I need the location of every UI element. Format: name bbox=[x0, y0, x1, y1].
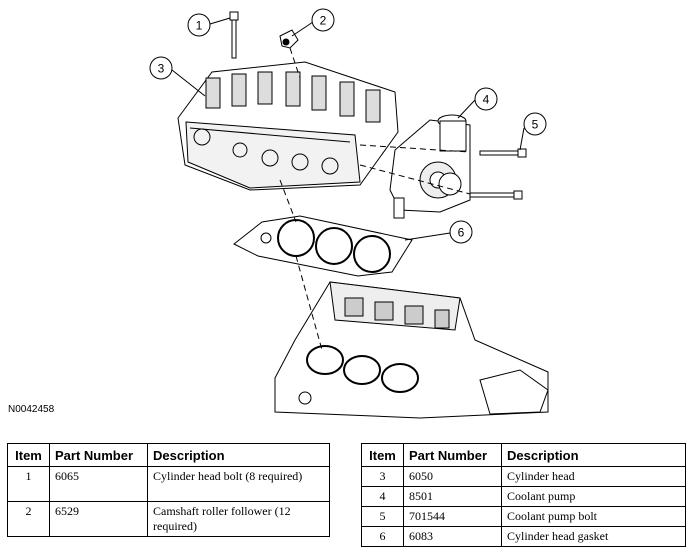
table-row: 3 6050 Cylinder head bbox=[361, 466, 686, 487]
item-cell: 1 bbox=[7, 466, 50, 502]
head-gasket-drawing bbox=[233, 215, 413, 277]
cylinder-head-drawing bbox=[177, 61, 399, 191]
exploded-view-illustration: 1 2 3 4 5 6 bbox=[149, 8, 549, 419]
header-part-number: Part Number bbox=[403, 443, 502, 467]
figure-id-label: N0042458 bbox=[8, 404, 55, 415]
table-row: 4 8501 Coolant pump bbox=[361, 486, 686, 507]
part-number-cell: 6083 bbox=[403, 526, 502, 547]
header-part-number: Part Number bbox=[49, 443, 148, 467]
header-description: Description bbox=[147, 443, 330, 467]
item-cell: 3 bbox=[361, 466, 404, 487]
engine-block-drawing bbox=[274, 281, 549, 419]
item-cell: 6 bbox=[361, 526, 404, 547]
parts-table-right: Item Part Number Description 3 6050 Cyli… bbox=[361, 443, 686, 547]
part-number-cell: 701544 bbox=[403, 506, 502, 527]
svg-text:5: 5 bbox=[532, 118, 539, 132]
callout-1: 1 bbox=[187, 13, 211, 37]
part-number-cell: 6050 bbox=[403, 466, 502, 487]
svg-text:4: 4 bbox=[483, 93, 490, 107]
item-cell: 2 bbox=[7, 501, 50, 537]
cylinder-head-bolt-drawing bbox=[229, 11, 239, 59]
svg-text:1: 1 bbox=[196, 19, 203, 33]
header-description: Description bbox=[501, 443, 686, 467]
svg-text:6: 6 bbox=[458, 226, 465, 240]
header-item: Item bbox=[361, 443, 404, 467]
table-row: 6 6083 Cylinder head gasket bbox=[361, 526, 686, 547]
roller-follower-drawing bbox=[279, 29, 299, 49]
description-cell: Cylinder head gasket bbox=[501, 526, 686, 547]
callout-6: 6 bbox=[449, 220, 473, 244]
table-header-row: Item Part Number Description bbox=[7, 443, 330, 467]
callout-4: 4 bbox=[474, 87, 498, 111]
callout-leaders bbox=[171, 17, 525, 241]
description-cell: Cylinder head bolt (8 required) bbox=[147, 466, 330, 502]
part-number-cell: 6065 bbox=[49, 466, 148, 502]
callout-3: 3 bbox=[149, 56, 173, 80]
coolant-pump-bolts-drawing bbox=[469, 148, 527, 200]
svg-text:2: 2 bbox=[320, 14, 327, 28]
table-row: 5 701544 Coolant pump bolt bbox=[361, 506, 686, 527]
svg-text:3: 3 bbox=[158, 62, 165, 76]
description-cell: Camshaft roller follower (12 required) bbox=[147, 501, 330, 537]
callout-5: 5 bbox=[523, 112, 547, 136]
alignment-lines bbox=[279, 47, 471, 351]
callout-2: 2 bbox=[311, 8, 335, 32]
item-cell: 5 bbox=[361, 506, 404, 527]
part-number-cell: 8501 bbox=[403, 486, 502, 507]
coolant-pump-drawing bbox=[389, 114, 471, 219]
description-cell: Cylinder head bbox=[501, 466, 686, 487]
parts-table-left: Item Part Number Description 1 6065 Cyli… bbox=[7, 443, 330, 537]
table-row: 1 6065 Cylinder head bolt (8 required) bbox=[7, 466, 330, 502]
item-cell: 4 bbox=[361, 486, 404, 507]
description-cell: Coolant pump bbox=[501, 486, 686, 507]
table-row: 2 6529 Camshaft roller follower (12 requ… bbox=[7, 501, 330, 537]
header-item: Item bbox=[7, 443, 50, 467]
description-cell: Coolant pump bolt bbox=[501, 506, 686, 527]
table-header-row: Item Part Number Description bbox=[361, 443, 686, 467]
part-number-cell: 6529 bbox=[49, 501, 148, 537]
